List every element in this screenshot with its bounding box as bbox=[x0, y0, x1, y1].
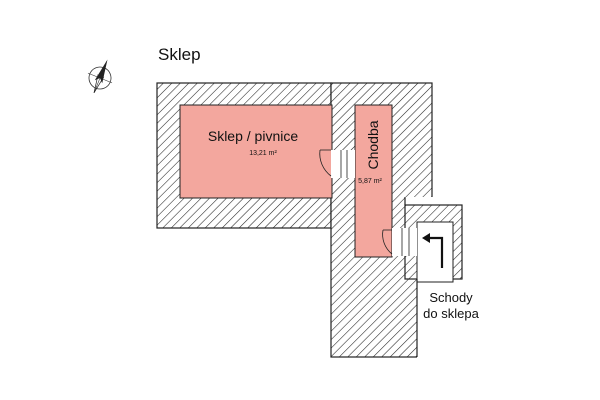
stairs-label-line2: do sklepa bbox=[423, 306, 479, 321]
stairs-label-line1: Schody bbox=[429, 290, 473, 305]
north-arrow-icon bbox=[87, 59, 113, 94]
stairs-arrow-icon bbox=[422, 233, 444, 268]
floor-title: Sklep bbox=[158, 45, 201, 64]
room-name-sklep: Sklep / pivnice bbox=[208, 128, 298, 144]
room-sklep bbox=[179, 104, 333, 199]
room-name-chodba: Chodba bbox=[365, 120, 381, 169]
room-area-sklep: 13,21 m² bbox=[249, 150, 277, 157]
door-cellar bbox=[319, 149, 355, 178]
room-area-chodba: 5,87 m² bbox=[358, 178, 382, 185]
room-chodba bbox=[354, 104, 393, 258]
door-stairs bbox=[382, 228, 417, 256]
